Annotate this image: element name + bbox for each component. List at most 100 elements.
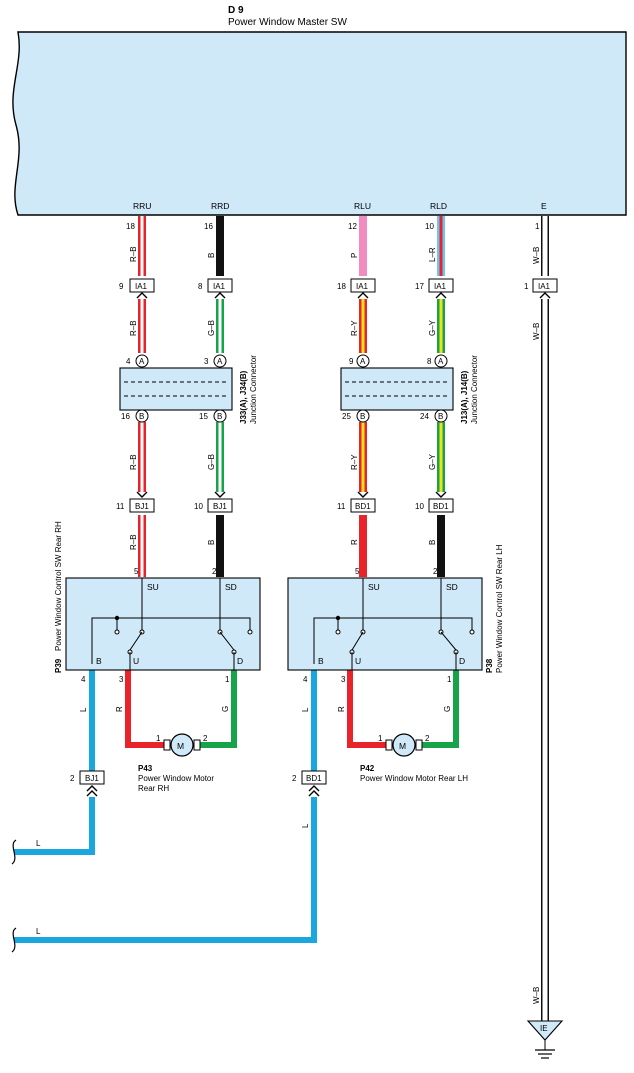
label-b-1: B [207, 253, 216, 258]
svg-text:B: B [438, 412, 443, 421]
svg-text:18: 18 [337, 282, 346, 291]
pin-e: 1 [535, 222, 540, 231]
pin-rrd: 16 [204, 222, 213, 231]
label-r-3: R [337, 706, 346, 712]
master-pins: 18 16 12 10 1 [126, 222, 540, 231]
label-l-1: L [79, 707, 88, 712]
motor-rh-icon: M [177, 741, 184, 751]
label-rb-2: R–B [129, 320, 138, 336]
svg-text:2: 2 [425, 734, 430, 743]
svg-text:10: 10 [415, 502, 424, 511]
svg-text:SD: SD [225, 582, 237, 592]
svg-text:Power Window Motor: Power Window Motor [138, 774, 214, 783]
switch-rh-name: Power Window Control SW Rear RH [54, 521, 63, 651]
label-wb-2: W–B [532, 323, 541, 340]
junction-connector-lh: A A B B 9 8 25 24 J13(A), J14(B) Junctio… [340, 354, 479, 424]
svg-text:4: 4 [126, 357, 131, 366]
label-r-2: R [115, 706, 124, 712]
label-rb-4: R–B [129, 534, 138, 550]
wires [11, 216, 549, 1021]
ground-ie: IE [526, 1020, 564, 1059]
svg-text:1: 1 [378, 734, 383, 743]
bj1-gb: BJ1 10 [194, 491, 233, 513]
svg-text:B: B [217, 412, 222, 421]
svg-text:3: 3 [204, 357, 209, 366]
lower-connectors: BJ1 2 BD1 2 [70, 770, 327, 797]
svg-text:BJ1: BJ1 [213, 502, 227, 511]
ia1-rlu: IA1 18 [337, 278, 376, 299]
svg-text:15: 15 [199, 412, 208, 421]
svg-text:A: A [438, 357, 444, 366]
control-switch-rh: 5 2 SU SD B U D 4 3 1 P39 Power Window C… [54, 521, 261, 684]
label-b-3: B [428, 540, 437, 545]
bd1-l: BD1 2 [292, 770, 327, 797]
label-gy-1: G–Y [428, 319, 437, 336]
terminal-rrd: RRD [211, 201, 229, 211]
svg-text:1: 1 [156, 734, 161, 743]
svg-text:BJ1: BJ1 [85, 774, 99, 783]
switch-lh-code: P38 [485, 658, 494, 673]
label-ry-1: R–Y [350, 320, 359, 336]
label-b-2: B [207, 540, 216, 545]
svg-text:2: 2 [292, 774, 297, 783]
label-gb-1: G–B [207, 320, 216, 336]
ia1-rrd: IA1 8 [198, 278, 233, 299]
svg-text:24: 24 [420, 412, 429, 421]
terminal-rlu: RLU [354, 201, 371, 211]
svg-text:2: 2 [70, 774, 75, 783]
wire-labels: R–B B P L–R W–B R–B G–B R–Y G–Y W–B R–B … [36, 246, 541, 1004]
svg-text:IA1: IA1 [213, 282, 226, 291]
svg-text:D: D [237, 656, 243, 666]
svg-text:Power Window Motor Rear LH: Power Window Motor Rear LH [360, 774, 468, 783]
pin-rru: 18 [126, 222, 135, 231]
svg-text:11: 11 [116, 502, 125, 511]
label-g-2: G [443, 706, 452, 712]
svg-text:U: U [355, 656, 361, 666]
label-l-4: L [36, 839, 41, 848]
wire-rh-l-lower [14, 797, 95, 855]
label-gy-2: G–Y [428, 453, 437, 470]
bj1-rb: BJ1 11 [116, 491, 155, 513]
svg-text:IA1: IA1 [135, 282, 148, 291]
svg-text:IA1: IA1 [538, 282, 551, 291]
svg-text:25: 25 [342, 412, 351, 421]
pin-rld: 10 [425, 222, 434, 231]
ia1-rru: IA1 9 [119, 278, 155, 299]
master-switch-body [12, 31, 627, 216]
svg-text:B: B [96, 656, 102, 666]
terminal-rru: RRU [133, 201, 151, 211]
bj1-l: BJ1 2 [70, 770, 105, 797]
wire-rh-r [125, 670, 168, 748]
bj1-bd1-connectors: BJ1 11 BJ1 10 BD1 11 BD1 10 [116, 491, 454, 513]
control-switch-lh: 5 2 SU SD B U D 4 3 1 P38 Power Window C… [287, 544, 504, 684]
junction-lh-code: J13(A), J14(B) [460, 370, 469, 424]
svg-text:BD1: BD1 [306, 774, 322, 783]
svg-text:4: 4 [81, 675, 86, 684]
label-r-1: R [350, 539, 359, 545]
svg-text:2: 2 [203, 734, 208, 743]
svg-text:1: 1 [447, 675, 452, 684]
label-lr: L–R [428, 247, 437, 262]
wire-rh-g [196, 670, 237, 748]
svg-text:A: A [360, 357, 366, 366]
junction-connector-rh: A A B B 4 3 16 15 J33(A), J34(B) Junctio… [119, 354, 258, 424]
svg-text:5: 5 [355, 567, 360, 576]
svg-text:B: B [360, 412, 365, 421]
bd1-ry: BD1 11 [337, 491, 376, 513]
label-wb-3: W–B [532, 987, 541, 1004]
svg-text:BD1: BD1 [433, 502, 449, 511]
svg-text:2: 2 [212, 567, 217, 576]
master-switch-name: Power Window Master SW [228, 17, 347, 28]
master-switch-code: D 9 [228, 5, 244, 16]
svg-text:IA1: IA1 [356, 282, 369, 291]
wire-lh-l-lower [14, 797, 317, 943]
svg-text:10: 10 [194, 502, 203, 511]
svg-text:2: 2 [433, 567, 438, 576]
svg-text:BD1: BD1 [355, 502, 371, 511]
motor-lh: M 1 2 P42 Power Window Motor Rear LH [360, 733, 468, 783]
wire-rld [437, 216, 445, 577]
junction-rh-name: Junction Connector [249, 355, 258, 424]
svg-text:1: 1 [225, 675, 230, 684]
bd1-gy: BD1 10 [415, 491, 454, 513]
